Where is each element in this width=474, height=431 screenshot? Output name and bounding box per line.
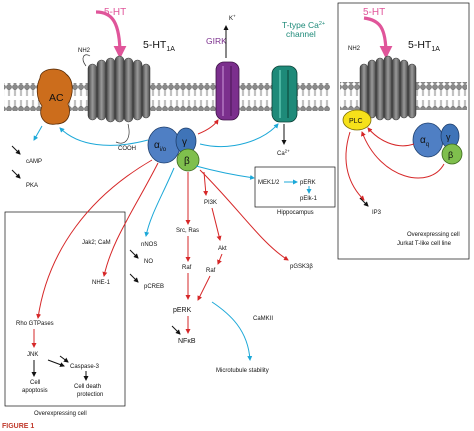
t-type-ca-channel [271,65,298,123]
hippocampus-box [254,166,336,208]
receptor-5ht1a [82,54,151,144]
plc-label: PLC [349,118,363,125]
nnos-to-no-arrow [129,249,139,259]
plc-to-ip3-arrow [345,131,365,201]
pgsk3b-label: pGSK3β [290,264,313,270]
perk-label: pERK [173,307,192,314]
pelk-label: pElk-1 [300,196,318,202]
raf-right-label: Raf [206,268,216,274]
girk-label: GIRK [206,36,227,46]
caspase-label: Caspase-3 [70,364,100,370]
caspase-in-arrow [59,355,69,363]
t-type-channel-label: T-type Ca2+channel [282,20,325,39]
no-to-pcreb-arrow [129,273,139,283]
plc-enzyme [342,109,372,131]
camkii-label: CaMKII [253,316,273,322]
overexpressing-cell-box [4,211,126,407]
gq-beta-label: β [448,150,453,160]
akt-label: Akt [218,246,227,252]
jnk-label: JNK [27,352,38,358]
g-protein-gi [147,126,200,172]
akt-to-raf-arrow [217,253,223,265]
ca-label: Ca2+ [277,149,290,158]
nfkb-label: NFκB [178,338,196,345]
g-to-pi3k-arrow [203,171,209,196]
jurkat-receptor-5ht1a [359,55,417,121]
g-beta-label: β [184,156,190,167]
overexpressing-cell-label: Overexpressing cell [34,411,87,417]
hippocampus-label: Hippocampus [277,210,314,216]
nnos-label: nNOS [141,242,157,248]
pka-label: PKA [26,183,38,189]
perk-stim-arrow [171,325,181,335]
figure-label: FIGURE 1 [2,423,34,430]
pka-down-arrow [11,169,21,179]
g-alpha-label: αi/o [154,140,167,153]
girk-channel [215,61,240,121]
cooh-label: COOH [118,146,136,152]
ac-to-camp-arrow [33,125,43,141]
gq-to-plc-arrow [367,127,415,147]
g-to-pgsk3b-arrow [199,169,289,261]
serotonin-label: 5-HT [104,7,126,18]
nhe1-label: NHE-1 [92,280,111,286]
pi3k-to-akt-arrow [211,207,222,241]
g-to-nnos-arrow [144,167,175,237]
g-to-rho-arrow [36,159,153,319]
jurkat-serotonin-arrow [363,16,393,59]
mek-label: MEK1/2 [258,180,280,186]
camp-down-arrow [11,145,21,155]
k-plus-label: K+ [229,14,236,23]
perk-hippo-label: pERK [300,180,316,186]
jak2-label: Jak2; CaM [82,240,111,246]
jurkat-panel-box [337,2,470,260]
camp-label: cAMP [26,159,42,165]
jurkat-nh2-label: NH2 [348,46,361,52]
receptor-label: 5-HT1A [143,39,175,53]
no-label: NO [144,259,153,265]
pi3k-label: PI3K [204,200,217,206]
src-ras-label: Src, Ras [176,228,199,234]
adenylyl-cyclase [36,68,73,125]
rho-label: Rho GTPases [16,321,54,327]
raf-left-label: Raf [182,265,192,271]
gq-gamma-label: γ [446,132,451,142]
ac-label: AC [49,92,64,104]
nh2-label: NH2 [78,48,91,54]
raf-right-to-perk-arrow [197,275,211,301]
serotonin-arrow [95,10,127,59]
jnk-to-caspase-arrow [47,359,65,367]
pcreb-label: pCREB [144,284,164,290]
camkii-inhibit-line [211,301,253,361]
gq-bg-feedback-arrow [361,131,445,179]
gq-alpha-label: αq [420,135,429,148]
microtubule-label: Microtubule stability [216,368,269,374]
jurkat-receptor-label: 5-HT1A [408,39,440,53]
ip3-label: IP3 [372,210,382,216]
g-gamma-label: γ [182,137,187,148]
ip3-arrow [359,197,369,207]
g-to-nhe1-arrow [102,162,159,277]
jurkat-serotonin-label: 5-HT [363,7,385,18]
gbg-to-girk-arrow [197,119,219,135]
g-protein-gq [412,122,463,165]
g-to-mek-arrow [195,165,255,180]
gi-to-ac-arrow [59,127,149,146]
gbg-to-channel-arrow [199,123,279,148]
